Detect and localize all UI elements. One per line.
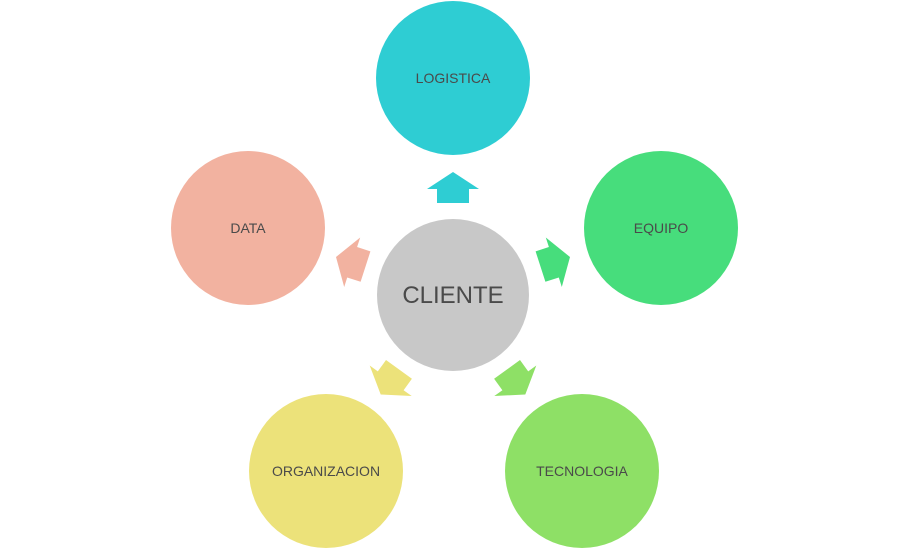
center-node: CLIENTE	[377, 219, 529, 371]
arrow-tecnologia	[494, 360, 537, 396]
node-circle-data	[171, 151, 325, 305]
node-equipo: EQUIPO	[584, 151, 738, 305]
node-label-logistica: LOGISTICA	[416, 70, 491, 86]
node-circle-logistica	[376, 1, 530, 155]
arrow-organizacion	[369, 360, 412, 396]
node-circle-organizacion	[249, 394, 403, 548]
node-label-equipo: EQUIPO	[634, 220, 689, 236]
node-data: DATA	[171, 151, 325, 305]
node-label-organizacion: ORGANIZACION	[272, 463, 380, 479]
arrow-equipo	[535, 237, 570, 287]
node-label-tecnologia: TECNOLOGIA	[536, 463, 628, 479]
arrow-logistica	[427, 172, 479, 203]
arrow-data	[336, 237, 371, 287]
center-label: CLIENTE	[402, 282, 503, 309]
node-organizacion: ORGANIZACION	[249, 394, 403, 548]
center-circle	[377, 219, 529, 371]
node-circle-equipo	[584, 151, 738, 305]
node-tecnologia: TECNOLOGIA	[505, 394, 659, 548]
arrows	[336, 172, 570, 396]
node-logistica: LOGISTICA	[376, 1, 530, 155]
node-label-data: DATA	[230, 220, 266, 236]
node-circle-tecnologia	[505, 394, 659, 548]
